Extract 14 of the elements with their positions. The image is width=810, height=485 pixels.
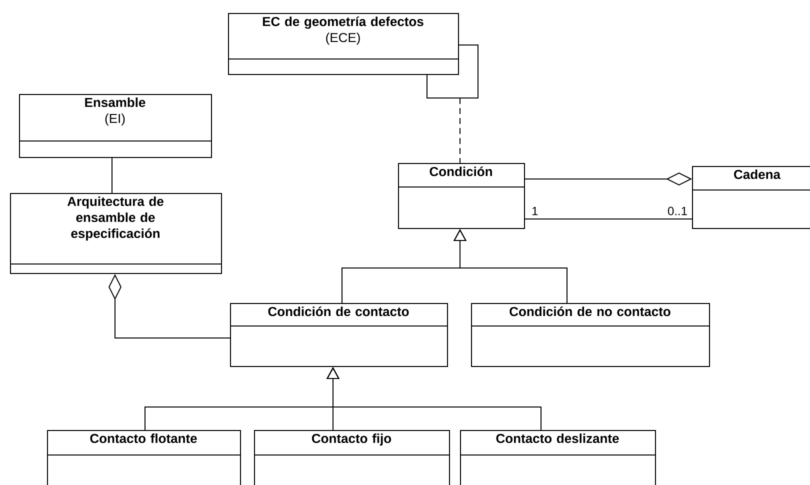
class-box: Arquitectura de ensamble de especificación <box>10 193 222 274</box>
class-box: Condición <box>398 163 525 229</box>
class-box: Contacto deslizante <box>460 430 656 485</box>
class-box: Contacto flotante <box>46 430 241 485</box>
self-association-line <box>426 44 478 98</box>
class-box: Contacto fijo <box>254 430 450 485</box>
association-line <box>524 218 692 220</box>
class-box: Ensamble (EI) <box>18 94 212 158</box>
class-box: Cadena <box>692 166 810 229</box>
class-box: EC de geometría defectos (ECE) <box>228 13 459 75</box>
multiplicity-label: 0..1 <box>668 206 687 216</box>
class-box: Condición de no contacto <box>470 303 710 367</box>
multiplicity-label: 1 <box>532 206 538 216</box>
class-box: Condición de contacto <box>230 303 448 367</box>
